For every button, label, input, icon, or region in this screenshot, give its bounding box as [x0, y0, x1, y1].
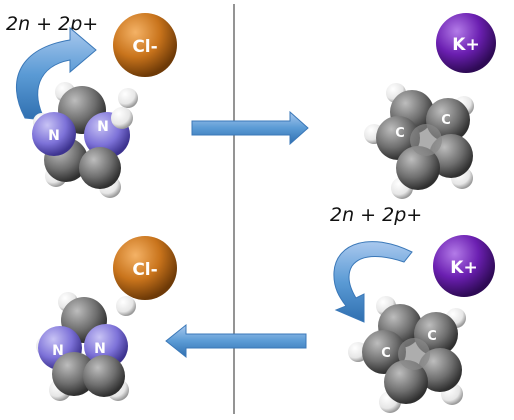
bottom-right-reaction-label: 2n + 2p+: [330, 204, 422, 226]
potassium-bottom-label: K+: [450, 258, 477, 278]
imidazole-bottom-n1-label: N: [52, 343, 64, 359]
chloride-top-label: Cl-: [132, 37, 157, 57]
imidazole-molecule-bottom: N N: [36, 292, 136, 401]
carbon-ring-molecule-top: C C: [364, 83, 474, 199]
potassium-top-label: K+: [452, 35, 479, 55]
chloride-ion-top: Cl-: [113, 13, 177, 77]
potassium-ion-bottom: K+: [433, 235, 495, 297]
top-right-arrow: [191, 110, 309, 146]
bottom-left-arrow: [165, 323, 307, 359]
imidazole-molecule-top: N N: [32, 82, 138, 198]
carbon-bottom-c2-label: C: [427, 329, 437, 344]
chloride-ion-bottom: Cl-: [113, 236, 177, 300]
bottom-right-curved-arrow: [333, 241, 413, 323]
carbon-bottom-c1-label: C: [381, 346, 391, 361]
carbon-top-c2-label: C: [441, 113, 451, 128]
carbon-ring-molecule-bottom: C C: [348, 296, 466, 413]
imidazole-bottom-n2-label: N: [94, 341, 106, 357]
imidazole-top-n1-label: N: [48, 128, 60, 144]
chloride-bottom-label: Cl-: [132, 260, 157, 280]
top-left-reaction-label: 2n + 2p+: [6, 13, 98, 35]
carbon-top-c1-label: C: [395, 126, 405, 141]
top-left-curved-arrow: [16, 26, 97, 121]
potassium-ion-top: K+: [436, 13, 496, 73]
imidazole-top-n2-label: N: [97, 119, 109, 135]
